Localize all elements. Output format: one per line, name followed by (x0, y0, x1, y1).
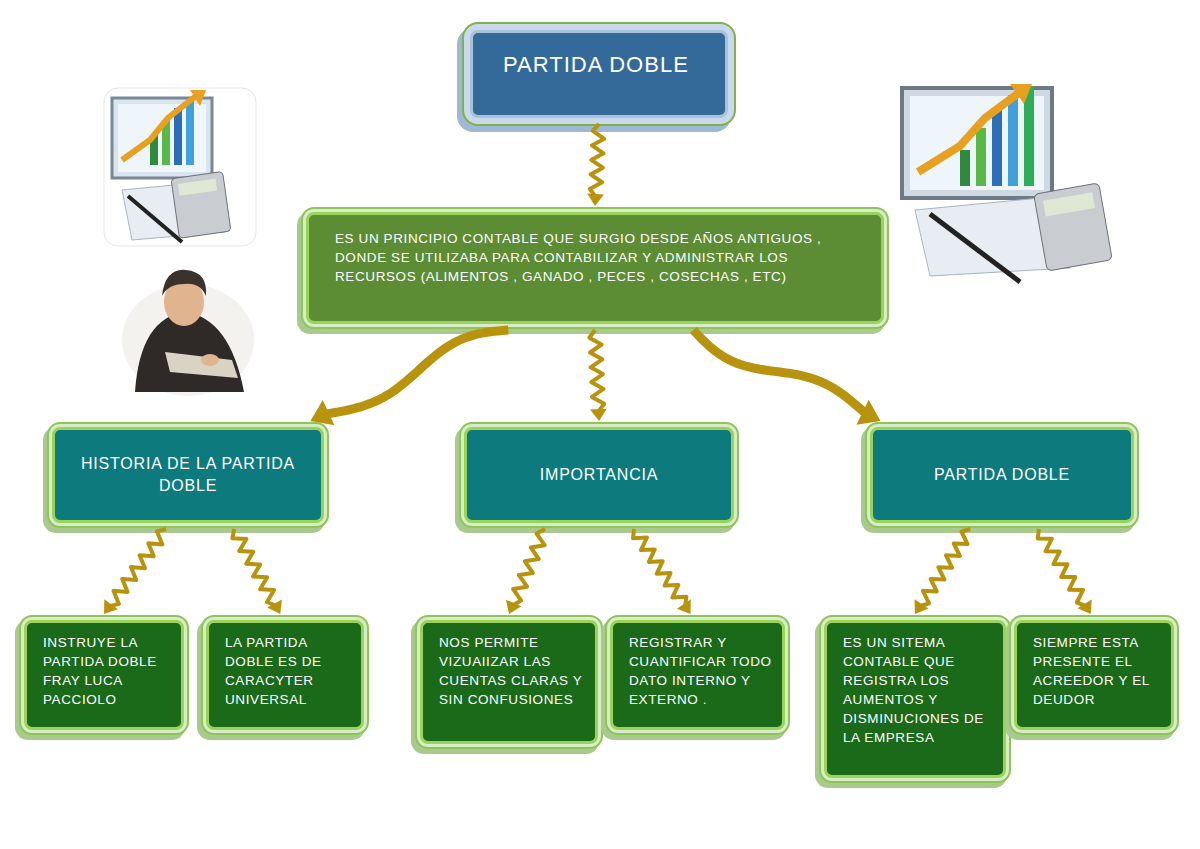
detail-box: NOS PERMITE VIZUAIIZAR LAS CUENTAS CLARA… (420, 620, 598, 744)
computer-illustration (902, 84, 1112, 282)
node-text: NOS PERMITE VIZUAIIZAR LAS CUENTAS CLARA… (439, 633, 585, 709)
connector-line (693, 330, 866, 414)
node-text: INSTRUYE LA PARTIDA DOBLE FRAY LUCA PACC… (43, 633, 171, 709)
node-text: PARTIDA DOBLE (934, 464, 1070, 486)
arrow-head (506, 600, 521, 614)
arrow-head (267, 599, 282, 614)
node-text: REGISTRAR Y CUANTIFICAR TODO DATO INTERN… (629, 633, 772, 709)
node-text: ES UN SITEMA CONTABLE QUE REGISTRA LOS A… (843, 633, 993, 747)
connector-line (589, 330, 604, 411)
node-text: SIEMPRE ESTA PRESENTE EL ACREEDOR Y EL D… (1033, 633, 1161, 709)
detail-box: ES UN SITEMA CONTABLE QUE REGISTRA LOS A… (824, 620, 1006, 778)
connector-line (513, 529, 545, 605)
arrow-head (590, 409, 607, 421)
detail-box: SIEMPRE ESTA PRESENTE EL ACREEDOR Y EL D… (1014, 620, 1174, 730)
connector-arrow (506, 529, 545, 614)
node-text: LA PARTIDA DOBLE ES DE CARACYTER UNIVERS… (225, 633, 351, 709)
computer-illustration (104, 88, 256, 246)
arrow-head (310, 400, 334, 425)
node-text: ES UN PRINCIPIO CONTABLE QUE SURGIO DESD… (335, 229, 861, 286)
arrow-head (104, 599, 118, 614)
text-holder: IMPORTANCIA (540, 464, 658, 486)
portrait-illustration (122, 270, 254, 396)
arrow-head (915, 599, 929, 614)
connector-arrow (589, 330, 607, 421)
title-box: PARTIDA DOBLE (470, 30, 728, 118)
connector-arrow (104, 529, 166, 614)
topic-box: PARTIDA DOBLE (870, 427, 1134, 523)
arrow-head (587, 194, 604, 206)
arrow-head (856, 400, 880, 425)
arrow-head (677, 599, 691, 614)
detail-box: INSTRUYE LA PARTIDA DOBLE FRAY LUCA PACC… (24, 620, 184, 730)
text-holder: PARTIDA DOBLE (934, 464, 1070, 486)
connector-line (920, 529, 970, 606)
connector-arrow (1038, 529, 1092, 614)
connector-line (232, 529, 275, 606)
connector-line (110, 529, 167, 606)
topic-box: IMPORTANCIA (464, 427, 734, 523)
node-text: IMPORTANCIA (540, 464, 658, 486)
detail-box: REGISTRAR Y CUANTIFICAR TODO DATO INTERN… (610, 620, 785, 730)
connector-line (325, 330, 508, 414)
definition-box: ES UN PRINCIPIO CONTABLE QUE SURGIO DESD… (306, 212, 884, 324)
connector-line (1038, 529, 1086, 606)
connector-line (633, 529, 686, 606)
text-holder: HISTORIA DE LA PARTIDA DOBLE (69, 453, 307, 497)
arrow-head (1077, 599, 1091, 614)
node-text: HISTORIA DE LA PARTIDA DOBLE (69, 453, 307, 497)
connector-arrow (310, 330, 508, 425)
connector-arrow (693, 330, 880, 425)
connector-arrow (633, 529, 691, 614)
connector-arrow (587, 124, 604, 206)
connector-arrow (232, 529, 282, 614)
connector-arrow (915, 529, 971, 614)
topic-box: HISTORIA DE LA PARTIDA DOBLE (52, 427, 324, 523)
connector-line (590, 124, 605, 196)
detail-box: LA PARTIDA DOBLE ES DE CARACYTER UNIVERS… (206, 620, 364, 730)
node-text: PARTIDA DOBLE (503, 53, 705, 77)
